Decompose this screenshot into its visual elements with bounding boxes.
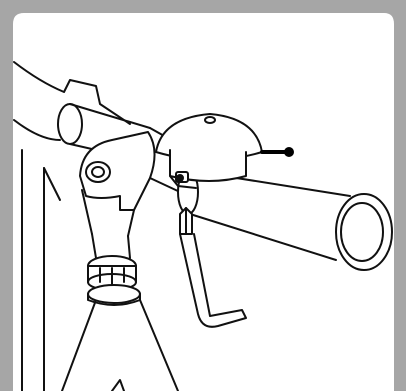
illustration-panel xyxy=(13,13,394,391)
bell-icon xyxy=(156,114,262,188)
